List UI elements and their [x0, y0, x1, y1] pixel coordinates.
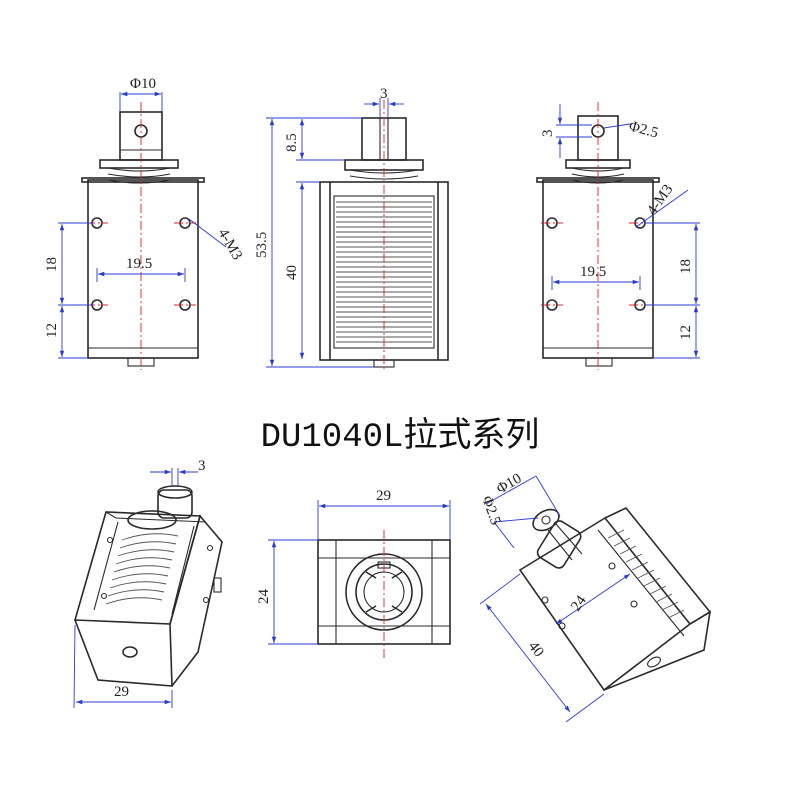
iso-right-view: Φ10 Φ2.5 24 40	[478, 471, 712, 723]
iso-left-view: 3 29	[73, 458, 223, 709]
side-dim-total-height: 53.5	[254, 232, 270, 258]
top-dim-body-width: 29	[376, 488, 391, 504]
top-view: 29 24	[256, 488, 451, 660]
back-dim-hole-spacing-horizontal: 19.5	[580, 264, 606, 280]
front-dim-hole-spacing-horizontal: 19.5	[126, 256, 152, 272]
iso-left-coil	[105, 533, 179, 605]
top-dim-body-height: 24	[256, 589, 272, 605]
side-dim-frame-height: 40	[284, 265, 300, 280]
iso-right-coil	[607, 529, 685, 619]
iso-right-dim-plunger-diameter: Φ10	[494, 471, 524, 498]
iso-left-dim-slot-width: 3	[198, 458, 206, 474]
back-dim-pin-diameter: Φ2.5	[627, 118, 660, 141]
front-dim-plunger-diameter: Φ10	[130, 76, 156, 92]
front-dim-bottom-offset: 12	[44, 323, 60, 338]
back-dim-slot-width: 3	[540, 130, 556, 138]
iso-right-dim-body-height: 40	[525, 639, 547, 661]
front-dim-hole-callout: 4-M3	[215, 226, 246, 263]
side-dim-plunger-height: 8.5	[284, 133, 300, 152]
drawing-title: DU1040L拉式系列	[261, 416, 540, 457]
front-dim-hole-spacing-vertical: 18	[44, 257, 60, 272]
iso-right-dim-pin-diameter: Φ2.5	[478, 494, 503, 527]
back-view: 3 Φ2.5 4-M3 19.5 18 12	[536, 102, 700, 370]
iso-right-dim-body-width: 24	[568, 592, 590, 614]
iso-left-dim-base-width: 29	[114, 684, 129, 700]
back-dim-bottom-offset: 12	[678, 325, 694, 340]
side-dim-slot-width: 3	[380, 86, 388, 102]
back-dim-hole-spacing-vertical: 18	[678, 259, 694, 274]
side-view: 3 8.5 53.5 40	[254, 86, 449, 372]
back-dim-hole-callout: 4-M3	[644, 182, 676, 218]
front-view: Φ10 4-M3 18 12 19.5	[44, 76, 245, 370]
